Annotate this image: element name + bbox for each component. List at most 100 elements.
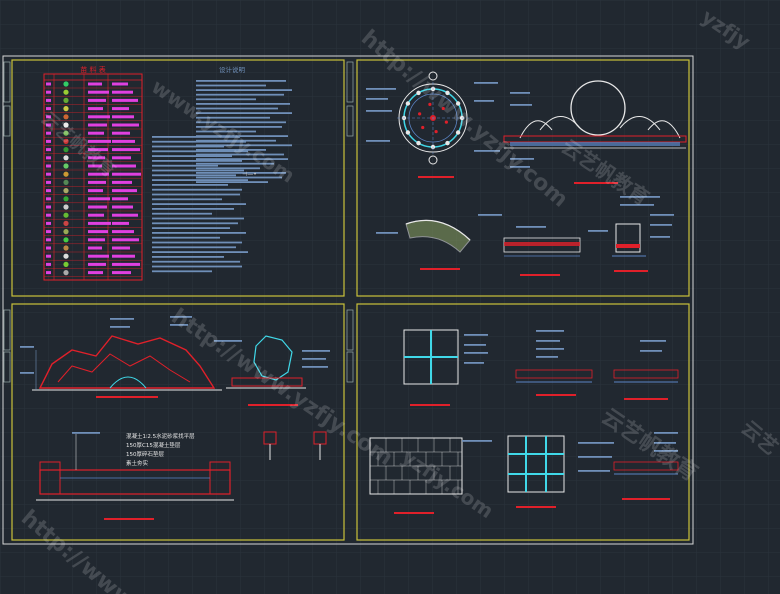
row-number bbox=[46, 156, 51, 160]
notes-text-line bbox=[152, 241, 242, 244]
annotation-text-line bbox=[366, 140, 390, 142]
annotation-text-line bbox=[654, 450, 678, 452]
sheet-frame-bottom-left[interactable] bbox=[11, 303, 345, 541]
plant-spec-text bbox=[112, 189, 137, 193]
plant-spec-text bbox=[112, 254, 135, 258]
sheet-frame-bottom-right[interactable] bbox=[356, 303, 690, 541]
annotation-text-line bbox=[654, 432, 678, 434]
plant-spec-text bbox=[112, 246, 130, 250]
plant-name-text bbox=[88, 205, 107, 209]
fountain-plan[interactable] bbox=[397, 71, 469, 178]
row-number bbox=[46, 131, 51, 135]
plan-node bbox=[405, 130, 411, 135]
notes-text-line bbox=[152, 145, 224, 148]
notes-text-line bbox=[196, 172, 286, 174]
curved-bench-plan[interactable] bbox=[405, 219, 471, 270]
row-number bbox=[46, 139, 51, 143]
plant-spec-text bbox=[112, 139, 135, 143]
annotation-text-line bbox=[464, 362, 484, 364]
row-number bbox=[46, 262, 51, 266]
annotation-text-line bbox=[464, 344, 486, 346]
plant-spec-text bbox=[112, 230, 134, 234]
row-number bbox=[46, 221, 51, 225]
notes-text-line bbox=[152, 193, 240, 196]
annotation-text-line bbox=[516, 226, 546, 228]
annotation-text-line bbox=[366, 110, 392, 112]
plant-spec-text bbox=[112, 148, 140, 152]
plant-swatch bbox=[63, 229, 69, 235]
plan-jet bbox=[421, 125, 425, 130]
plant-name-text bbox=[88, 197, 110, 201]
notes-text-line bbox=[196, 149, 266, 151]
plant-name-text bbox=[88, 189, 103, 193]
notes-text-line bbox=[196, 84, 266, 87]
row-number bbox=[46, 230, 51, 234]
annotation-text-line bbox=[462, 440, 492, 442]
plan-jet bbox=[418, 112, 422, 116]
notes-text-line bbox=[152, 265, 242, 268]
plan-node bbox=[416, 140, 421, 146]
notes-text-line bbox=[152, 174, 236, 177]
fountain-section[interactable] bbox=[503, 80, 687, 184]
sheet-frame-top-left[interactable] bbox=[11, 59, 345, 297]
outer-frame bbox=[2, 55, 694, 545]
annotation-text-line bbox=[650, 214, 674, 216]
plan-jet bbox=[444, 120, 448, 124]
annotation-text-line bbox=[474, 82, 498, 84]
plant-spec-text bbox=[112, 205, 133, 209]
plan-node bbox=[405, 101, 411, 106]
annotation-text-line bbox=[578, 456, 612, 458]
plant-spec-text bbox=[112, 238, 139, 242]
planter-note-text: 150厚C15混凝土垫层 bbox=[126, 441, 181, 449]
annotation-text-line bbox=[20, 346, 34, 348]
plant-swatch bbox=[63, 122, 69, 128]
plant-name-text bbox=[88, 262, 106, 266]
sheet-frame-top-right[interactable] bbox=[356, 59, 690, 297]
annotation-text-line bbox=[578, 470, 610, 472]
notes-text-line bbox=[196, 112, 292, 114]
plant-swatch bbox=[63, 130, 69, 136]
bench-section[interactable] bbox=[503, 237, 581, 276]
notes-text-line bbox=[152, 212, 212, 215]
rockery-elevation[interactable] bbox=[32, 335, 222, 398]
annotation-text-line bbox=[650, 224, 672, 226]
annotation-text-line bbox=[640, 350, 662, 352]
annotation-text-line bbox=[536, 340, 560, 342]
notes-text-line bbox=[152, 198, 222, 201]
annotation-text-line bbox=[620, 196, 660, 198]
waterfall-section[interactable] bbox=[226, 335, 306, 406]
plant-name-text bbox=[88, 98, 106, 102]
notes-text-line bbox=[196, 181, 268, 183]
brick-paving-plan[interactable] bbox=[369, 437, 463, 514]
planter-section[interactable] bbox=[36, 461, 234, 520]
plant-spec-text bbox=[112, 156, 131, 160]
plant-spec-text bbox=[112, 262, 140, 266]
plant-spec-text bbox=[112, 197, 128, 201]
annotation-text-line bbox=[302, 350, 330, 352]
post-details[interactable] bbox=[263, 431, 327, 460]
paving-plan-a[interactable] bbox=[403, 329, 459, 406]
paving-section-b[interactable] bbox=[613, 369, 679, 400]
notes-text-line bbox=[152, 260, 240, 263]
notes-text-line bbox=[196, 126, 282, 128]
notes-text-line bbox=[152, 203, 246, 205]
notes-text-line bbox=[196, 107, 278, 110]
material-table: 苗 料 表 bbox=[43, 65, 143, 281]
notes-text-line bbox=[152, 140, 246, 143]
plant-swatch bbox=[63, 138, 69, 144]
notes-text-line bbox=[152, 217, 244, 220]
annotation-text-line bbox=[366, 88, 396, 90]
plant-spec-text bbox=[112, 221, 129, 225]
plant-spec-text bbox=[112, 172, 141, 176]
paving-section-a[interactable] bbox=[515, 369, 593, 396]
annotation-text-line bbox=[536, 356, 558, 358]
bench-detail[interactable] bbox=[612, 223, 648, 272]
paving-plan-b[interactable] bbox=[507, 435, 565, 508]
row-number bbox=[46, 164, 51, 168]
annotation-text-line bbox=[510, 104, 532, 106]
paving-section-c[interactable] bbox=[613, 461, 679, 500]
notes-text-line bbox=[152, 251, 248, 253]
planter-note-text: 150厚碎石垫层 bbox=[126, 450, 164, 458]
